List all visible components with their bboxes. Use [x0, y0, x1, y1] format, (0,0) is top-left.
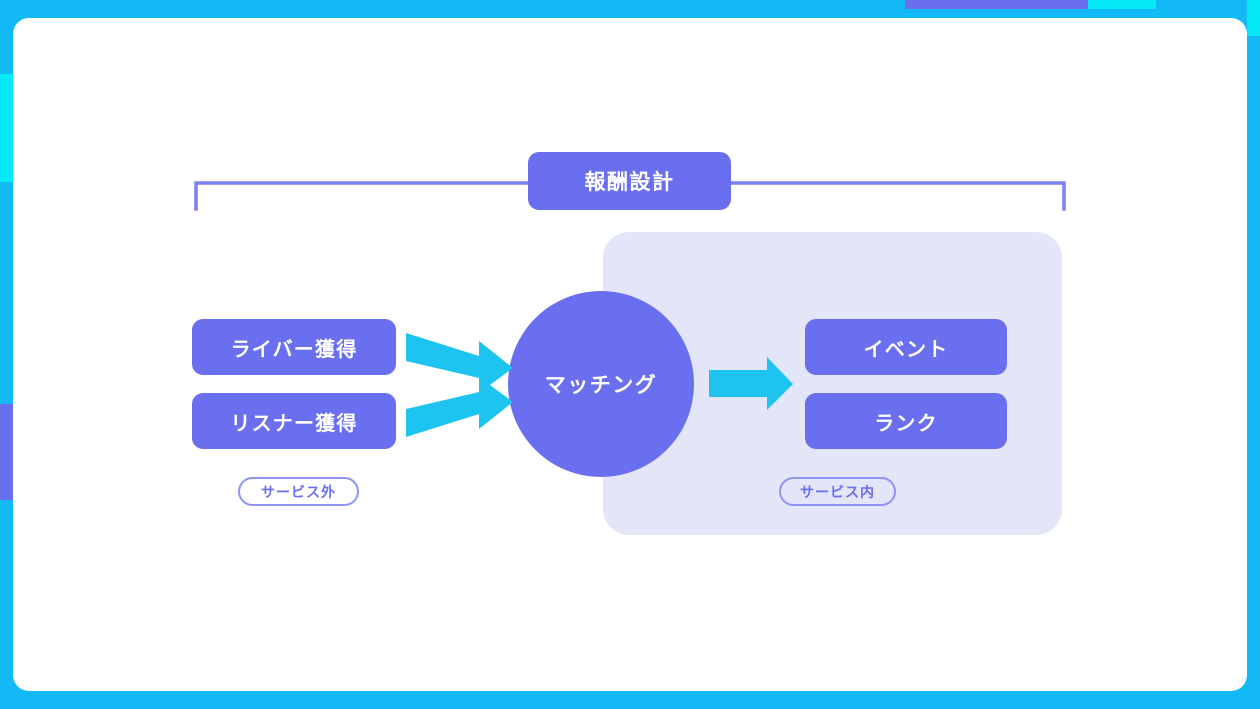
- matching-hub-circle[interactable]: マッチング: [508, 291, 694, 477]
- outcome-box-rank[interactable]: ランク: [805, 393, 1007, 449]
- reward-design-label: 報酬設計: [528, 152, 731, 210]
- source-box-liver-label: ライバー獲得: [230, 338, 358, 361]
- scope-pill-inside-service: サービス内: [779, 477, 896, 506]
- arrow-listener-to-matching: [406, 377, 513, 437]
- edge-band-left-cyan: [0, 74, 13, 182]
- outcome-box-event-label: イベント: [863, 338, 949, 361]
- source-box-listener[interactable]: リスナー獲得: [192, 393, 396, 449]
- edge-band-right-cyan: [1247, 0, 1260, 36]
- scope-pill-outside-service-label: サービス外: [261, 483, 336, 500]
- edge-band-top-cyan: [1088, 0, 1156, 9]
- matching-hub-label: マッチング: [544, 374, 658, 397]
- source-box-liver[interactable]: ライバー獲得: [192, 319, 396, 375]
- edge-band-left-purple: [0, 404, 13, 500]
- scope-pill-outside-service: サービス外: [238, 477, 359, 506]
- source-box-listener-label: リスナー獲得: [230, 412, 358, 435]
- edge-band-top-purple: [905, 0, 1090, 9]
- reward-design-text: 報酬設計: [584, 171, 675, 194]
- outcome-box-rank-label: ランク: [874, 412, 938, 435]
- arrow-liver-to-matching: [406, 333, 513, 393]
- outcome-box-event[interactable]: イベント: [805, 319, 1007, 375]
- scope-pill-inside-service-label: サービス内: [800, 483, 875, 500]
